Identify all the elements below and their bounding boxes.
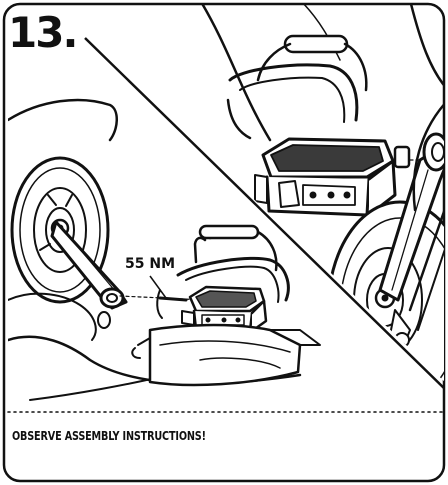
step-number: 13. — [8, 8, 78, 57]
pedal-large — [254, 137, 411, 217]
assembly-warning: OBSERVE ASSEMBLY INSTRUCTIONS! — [12, 428, 206, 443]
torque-callout: 55 NM — [124, 256, 177, 272]
bike-overview-drawing — [8, 98, 321, 401]
panel-divider — [84, 37, 444, 393]
torque-leader-line — [149, 275, 167, 299]
pedal-closeup-drawing — [198, 4, 444, 385]
